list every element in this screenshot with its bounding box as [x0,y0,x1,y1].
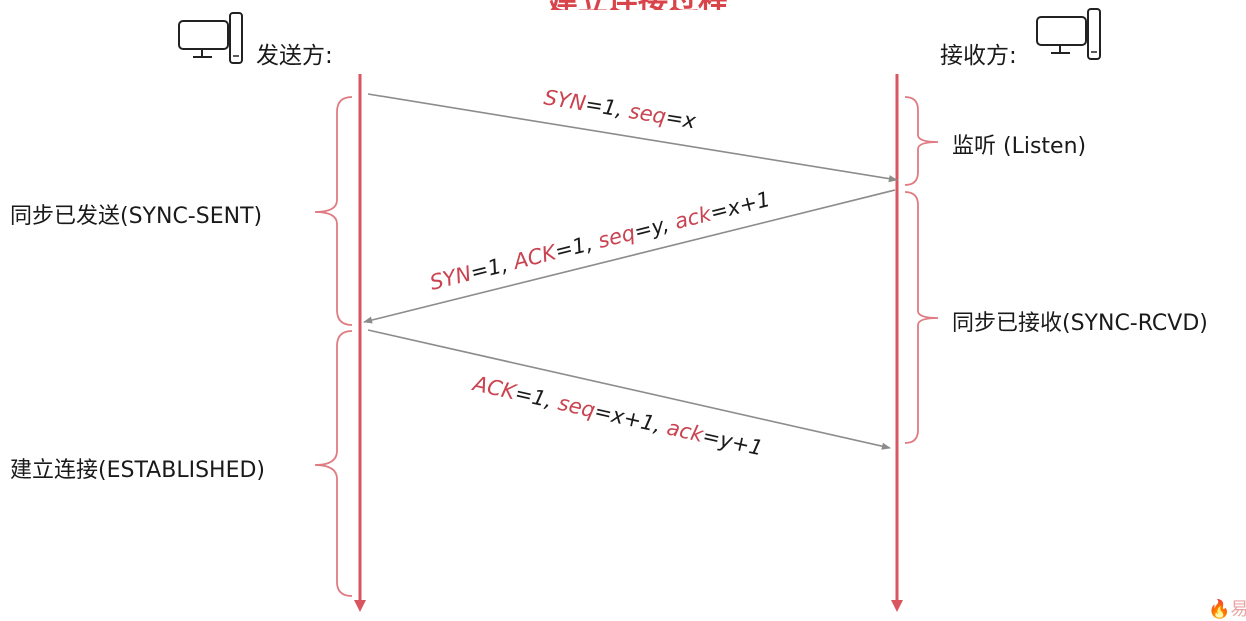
state-established: 建立连接(ESTABLISHED) [10,458,265,483]
listen-brace [904,96,939,186]
sync-sent-brace [314,96,353,326]
syn-arrow [367,93,898,183]
page-title-text: 建立连接过程 [548,0,728,10]
computer-icon [1036,8,1101,60]
syn-ack-arrow [363,189,896,324]
sender-label: 发送方: [256,43,333,69]
sender-timeline [354,74,366,612]
syn-ack-message-label: SYN=1, ACK=1, seq=y, ack=x+1 [427,187,772,295]
ack-message-label: ACK=1, seq=x+1, ack=y+1 [469,371,765,460]
state-listen: 监听 (Listen) [952,134,1087,159]
receiver-timeline [891,74,903,612]
receiver-label: 接收方: [940,43,1017,69]
syn-message-label: SYN=1, seq=x [542,85,698,133]
page-title: 建立连接过程 [548,0,848,10]
established-brace [314,330,353,597]
computer-icon [178,12,243,64]
sync-rcvd-brace [904,191,939,444]
ack-arrow [367,329,891,450]
state-sync-sent: 同步已发送(SYNC-SENT) [10,204,263,229]
watermark: 🔥易 [1208,599,1246,620]
state-sync-rcvd: 同步已接收(SYNC-RCVD) [952,311,1208,336]
flame-icon: 🔥 [1208,599,1231,620]
